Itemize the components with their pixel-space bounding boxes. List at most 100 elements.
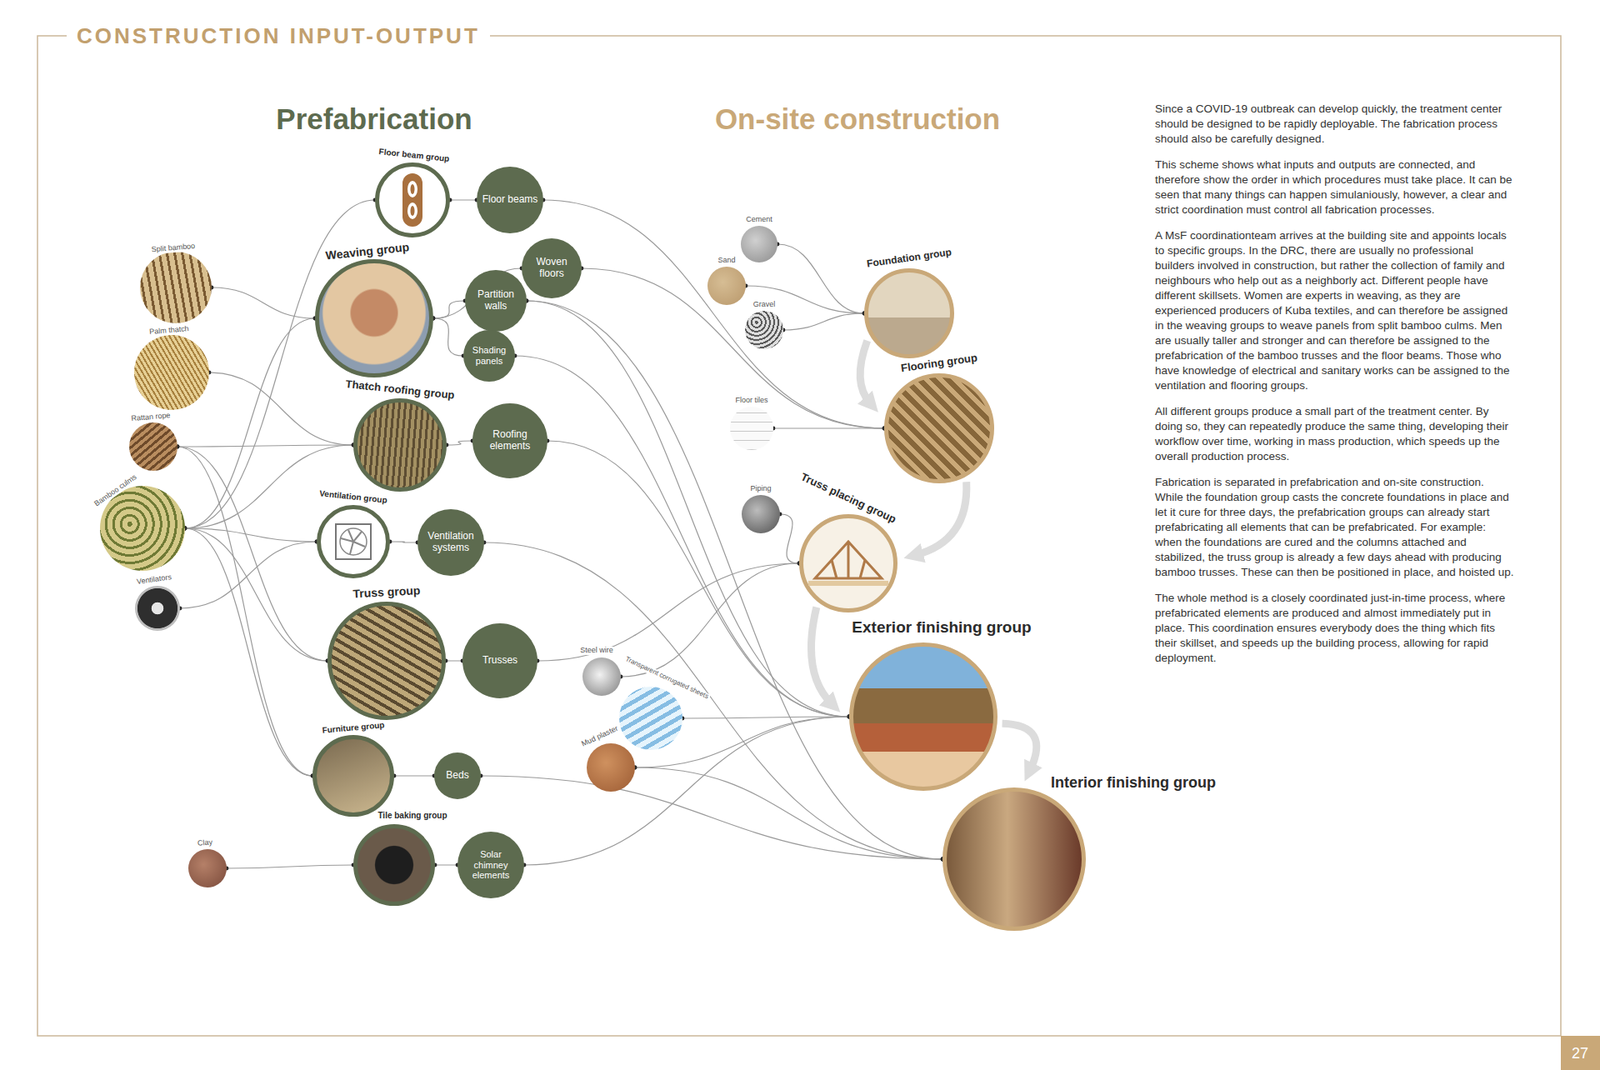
material-circle: Sand <box>707 266 746 305</box>
section-heading: On-site construction <box>715 101 1000 137</box>
flow-line <box>537 563 800 661</box>
group-label: Exterior finishing group <box>850 619 1033 637</box>
material-label: Steel wire <box>578 646 615 655</box>
material-circle: Gravel <box>745 310 784 350</box>
flow-line <box>433 300 465 319</box>
material-label: Mud plaster <box>579 724 621 750</box>
page-number: 27 <box>1571 1045 1589 1062</box>
output-circle: Roofing elements <box>472 403 548 479</box>
group-label: Thatch roofing group <box>343 378 457 402</box>
flow-line <box>524 716 850 865</box>
body-paragraph: Fabrication is separated in prefabricati… <box>1155 475 1515 580</box>
material-circle: Piping <box>741 495 780 534</box>
page-title: CONSTRUCTION INPUT-OUTPUT <box>66 22 490 50</box>
section-heading: Prefabrication <box>275 101 472 137</box>
material-circle: Bamboo culms <box>100 485 185 571</box>
material-label: Piping <box>748 485 773 494</box>
flow-line <box>177 445 354 447</box>
flow-line <box>180 541 317 609</box>
material-label: Sand <box>715 256 737 265</box>
material-circle: Clay <box>188 849 227 888</box>
flow-line <box>773 427 885 429</box>
flow-line <box>211 287 315 319</box>
group-label: Truss group <box>350 584 423 601</box>
material-circle: Rattan rope <box>129 422 178 471</box>
material-label: Palm thatch <box>147 325 191 337</box>
material-circle: Floor tiles <box>730 406 774 450</box>
flow-line <box>209 372 354 445</box>
flow-line <box>515 355 850 717</box>
material-label: Gravel <box>751 300 778 310</box>
material-label: Ventilators <box>135 573 175 587</box>
output-circle: Floor beams <box>476 166 544 234</box>
group-label: Interior finishing group <box>1049 775 1218 792</box>
output-circle: Beds <box>434 752 481 800</box>
sequence-arrow <box>810 607 832 705</box>
text-column: Since a COVID-19 outbreak can develop qu… <box>1155 101 1515 677</box>
group-circle: Floor beam group <box>375 162 450 238</box>
flow-line <box>177 446 328 661</box>
output-label: Beds <box>445 770 469 782</box>
frame-line <box>37 35 1561 1036</box>
flow-line <box>185 318 315 529</box>
flow-line <box>390 541 418 543</box>
body-paragraph: All different groups produce a small par… <box>1155 404 1515 465</box>
output-circle: Ventilation systems <box>417 509 485 576</box>
output-label: Shading panels <box>469 345 510 366</box>
output-label: Woven floors <box>527 256 576 280</box>
onsite-group-circle: Flooring group <box>884 373 995 484</box>
flow-line <box>777 244 865 314</box>
output-circle: Shading panels <box>463 330 515 382</box>
sequence-arrow <box>860 340 870 404</box>
group-label: Foundation group <box>864 246 954 270</box>
flow-line <box>185 528 317 542</box>
output-circle: Trusses <box>462 623 538 699</box>
body-paragraph: The whole method is a closely coordinate… <box>1155 590 1515 666</box>
material-circle: Palm thatch <box>134 335 210 410</box>
flow-line <box>445 660 463 661</box>
material-circle: Mud plaster <box>586 743 635 792</box>
flow-line <box>433 318 464 356</box>
material-circle: Cement <box>740 225 778 263</box>
flow-line <box>185 528 313 776</box>
flow-line <box>446 440 473 445</box>
output-circle: Woven floors <box>521 238 582 299</box>
group-circle: Weaving group <box>315 259 434 378</box>
body-paragraph: A MsF coordinationteam arrives at the bu… <box>1155 228 1515 394</box>
flow-line <box>780 514 800 564</box>
group-label: Ventilation group <box>317 488 390 505</box>
group-label: Truss placing group <box>797 470 900 526</box>
group-label: Furniture group <box>320 720 387 735</box>
group-circle: Truss group <box>327 601 446 720</box>
flow-line <box>450 199 477 200</box>
page-number-box <box>1560 1035 1600 1070</box>
flow-line <box>394 775 435 776</box>
material-label: Bamboo culms <box>91 472 140 510</box>
group-label: Tile baking group <box>375 810 449 820</box>
material-circle: Split bamboo <box>140 251 212 324</box>
flow-line <box>480 775 943 860</box>
onsite-group-circle: Truss placing group <box>799 514 898 613</box>
output-label: Partition walls <box>470 289 522 313</box>
flow-line <box>226 865 354 869</box>
material-circle: Transparent corrugated sheets <box>619 686 683 750</box>
material-label: Floor tiles <box>733 396 770 405</box>
flow-line <box>435 864 458 865</box>
output-label: Solar chimney elements <box>465 849 518 881</box>
flow-line <box>177 446 313 776</box>
material-label: Clay <box>195 838 215 849</box>
material-label: Rattan rope <box>129 411 173 424</box>
sequence-arrow <box>1002 723 1037 770</box>
output-circle: Solar chimney elements <box>457 831 525 899</box>
onsite-group-circle: Foundation group <box>864 268 955 359</box>
group-circle: Thatch roofing group <box>353 398 447 492</box>
material-label: Split bamboo <box>149 242 197 255</box>
body-paragraph: This scheme shows what inputs and output… <box>1155 157 1515 218</box>
flow-line <box>620 563 800 677</box>
material-label: Transparent corrugated sheets <box>622 655 711 702</box>
output-label: Roofing elements <box>478 429 543 453</box>
onsite-group-circle: Interior finishing group <box>942 787 1086 931</box>
group-label: Weaving group <box>323 240 412 263</box>
flow-line <box>543 200 885 429</box>
